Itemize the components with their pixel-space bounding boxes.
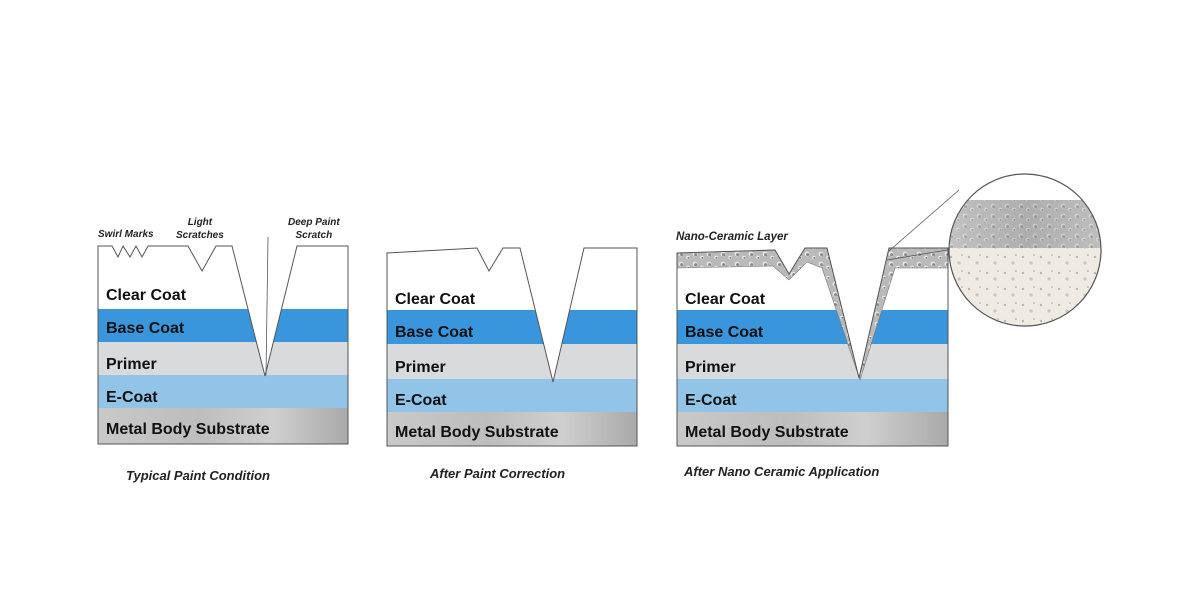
panel-ceramic: Clear Coat Base Coat Primer E-Coat Metal…	[676, 189, 960, 460]
primer-label: Primer	[106, 356, 157, 373]
typical-caption: Typical Paint Condition	[126, 468, 270, 483]
scratch-cut	[827, 248, 889, 378]
substrate-label: Metal Body Substrate	[106, 421, 270, 438]
panel-correction: Clear Coat Base Coat Primer E-Coat Metal…	[386, 240, 647, 460]
deep-scratch-leader	[265, 236, 269, 376]
magnified-ceramic-circle	[948, 173, 1102, 327]
magnified-ceramic-shade	[949, 200, 1101, 248]
clear-coat-layer	[98, 246, 348, 309]
magnifier-ring	[948, 173, 1102, 327]
panel-ceramic-diagram	[676, 189, 960, 447]
panel-outline	[676, 247, 949, 447]
zoom-leader-top	[888, 189, 960, 252]
zoom-leader-bottom	[886, 247, 960, 261]
substrate-label: Metal Body Substrate	[395, 424, 559, 441]
base-coat-layer	[677, 310, 948, 344]
base-coat-layer	[387, 310, 637, 344]
swirl-marks-annotation: Swirl Marks	[98, 229, 154, 240]
e-coat-layer	[387, 379, 637, 412]
e-coat-label: E-Coat	[395, 392, 447, 409]
clear-coat-label: Clear Coat	[106, 287, 187, 304]
e-coat-label: E-Coat	[685, 392, 737, 409]
panel-typical-diagram	[97, 236, 349, 445]
e-coat-label: E-Coat	[106, 389, 158, 406]
e-coat-layer	[677, 379, 948, 412]
metal-substrate-layer	[387, 412, 637, 446]
primer-label: Primer	[685, 359, 736, 376]
clear-coat-label: Clear Coat	[685, 291, 766, 308]
metal-substrate-layer	[677, 412, 948, 446]
metal-substrate-layer	[98, 408, 348, 444]
clear-coat-layer	[387, 248, 637, 310]
base-coat-label: Base Coat	[395, 324, 474, 341]
primer-layer	[387, 344, 637, 379]
base-coat-label: Base Coat	[106, 320, 185, 337]
panel-outline	[386, 247, 638, 447]
deep-scratch-cut	[232, 246, 297, 376]
panel-outline	[97, 244, 349, 445]
base-coat-layer	[98, 309, 348, 342]
remaining-scratch-cut	[520, 248, 584, 382]
substrate-label: Metal Body Substrate	[685, 424, 849, 441]
e-coat-layer	[98, 375, 348, 408]
nano-ceramic-annotation: Nano-Ceramic Layer	[676, 231, 788, 243]
deep-scratch-annotation: Deep Paint Scratch	[288, 217, 340, 241]
base-coat-label: Base Coat	[685, 324, 764, 341]
clear-coat-label: Clear Coat	[395, 291, 476, 308]
primer-label: Primer	[395, 359, 446, 376]
panel-correction-diagram	[386, 247, 638, 447]
panel-typical: Clear Coat Base Coat Primer E-Coat Metal…	[97, 215, 358, 455]
primer-layer	[677, 344, 948, 379]
primer-layer	[98, 342, 348, 375]
correction-caption: After Paint Correction	[430, 466, 566, 481]
light-scratches-annotation: Light Scratches	[176, 217, 224, 241]
ceramic-caption: After Nano Ceramic Application	[684, 464, 880, 479]
